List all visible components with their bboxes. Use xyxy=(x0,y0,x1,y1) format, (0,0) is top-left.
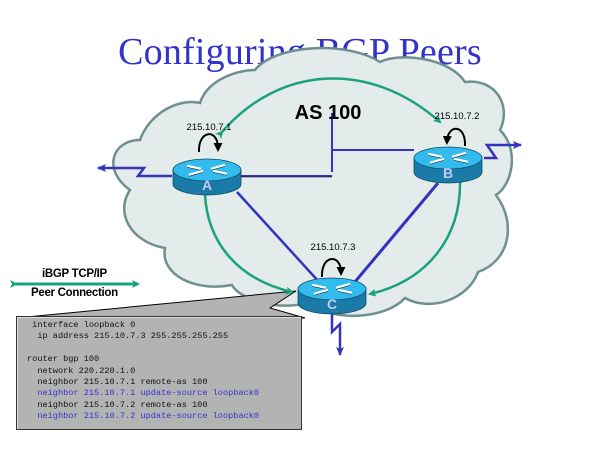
loopback-icon-c xyxy=(320,258,346,278)
router-shape xyxy=(311,285,353,296)
ibgp-session-a-b xyxy=(215,77,442,140)
loopback-label-c: 215.10.7.3 xyxy=(311,242,356,253)
config-line: network 220.220.1.0 xyxy=(27,365,136,376)
router-shape xyxy=(311,282,353,296)
ibgp-session-a-c xyxy=(200,188,294,295)
as-label: AS 100 xyxy=(295,102,362,124)
router-shape xyxy=(186,166,228,177)
loopback-label-b: 215.10.7.2 xyxy=(435,111,480,122)
router-c[interactable]: C xyxy=(297,277,367,315)
loopback-icon-a xyxy=(197,133,223,153)
config-line: ip address 215.10.7.3 255.255.255.255 xyxy=(27,331,229,342)
wan-link-c xyxy=(330,310,344,356)
router-label: B xyxy=(443,165,453,181)
loopback-label-a: 215.10.7.1 xyxy=(187,122,232,133)
legend-label-line1: iBGP TCP/IP xyxy=(42,268,107,280)
router-shape xyxy=(186,163,228,177)
legend-label-line2: Peer Connection xyxy=(31,287,118,299)
loopback-icon-b xyxy=(442,127,467,147)
wan-link-a xyxy=(97,164,172,178)
router-c-config: interface loopback 0 ip address 215.10.7… xyxy=(16,316,302,430)
router-shape xyxy=(427,151,469,165)
config-line xyxy=(27,343,301,354)
config-line: router bgp 100 xyxy=(27,354,100,365)
ibgp-session-b-c xyxy=(368,177,465,297)
config-callout xyxy=(15,290,306,319)
config-line: neighbor 215.10.7.1 remote-as 100 xyxy=(27,377,208,388)
router-b[interactable]: B xyxy=(413,146,483,184)
router-label: A xyxy=(202,177,212,193)
router-label: C xyxy=(327,296,337,312)
config-line: interface loopback 0 xyxy=(27,320,136,330)
router-a[interactable]: A xyxy=(172,158,242,196)
config-line: neighbor 215.10.7.2 remote-as 100 xyxy=(27,399,208,410)
wan-link-b xyxy=(484,141,522,160)
router-shape xyxy=(427,154,469,165)
config-line: neighbor 215.10.7.2 update-source loopba… xyxy=(27,411,260,422)
config-line: neighbor 215.10.7.1 update-source loopba… xyxy=(27,388,260,399)
